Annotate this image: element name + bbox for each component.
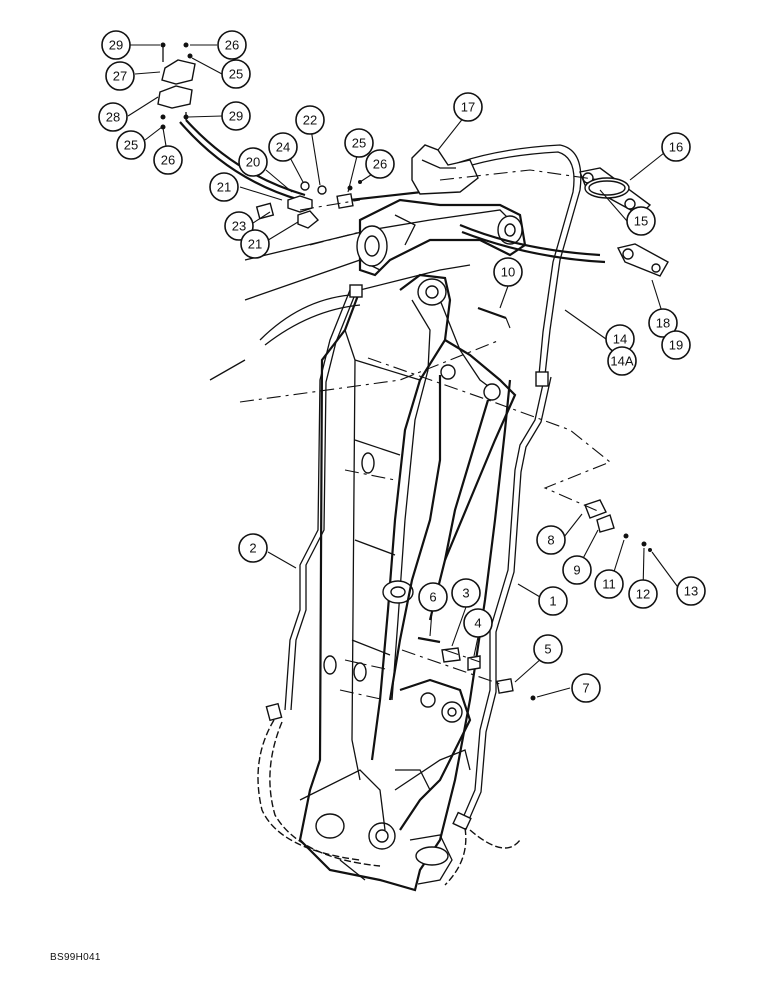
svg-text:21: 21 [248,237,262,252]
svg-text:14A: 14A [610,354,633,369]
callout-24: 24 [268,132,298,162]
svg-text:19: 19 [669,338,683,353]
svg-text:18: 18 [656,316,670,331]
svg-text:15: 15 [634,214,648,229]
callout-25-right: 25 [344,128,374,158]
svg-text:29: 29 [109,38,123,53]
callout-7: 7 [571,673,601,703]
svg-text:27: 27 [113,69,127,84]
callout-14: 14 [605,324,635,354]
svg-text:5: 5 [544,642,551,657]
callout-1: 1 [538,586,568,616]
assembly-centerlines [239,169,612,685]
callout-12: 12 [628,579,658,609]
svg-text:23: 23 [232,219,246,234]
svg-text:26: 26 [225,38,239,53]
svg-text:16: 16 [669,140,683,155]
callout-21-upper: 21 [209,172,239,202]
callout-16: 16 [661,132,691,162]
svg-text:25: 25 [124,138,138,153]
callout-26-left: 26 [153,145,183,175]
small-parts [157,42,669,701]
callout-5: 5 [533,634,563,664]
svg-text:1: 1 [549,594,556,609]
callout-13: 13 [676,576,706,606]
callout-15: 15 [626,206,656,236]
callout-9: 9 [562,555,592,585]
callout-4: 4 [463,608,493,638]
callout-22: 22 [295,105,325,135]
callout-2: 2 [238,533,268,563]
callout-17: 17 [453,92,483,122]
callout-29-top: 29 [101,30,131,60]
svg-text:14: 14 [613,332,627,347]
svg-text:12: 12 [636,587,650,602]
callout-26-top: 26 [217,30,247,60]
svg-text:2: 2 [249,541,256,556]
callout-20: 20 [238,147,268,177]
svg-text:9: 9 [573,563,580,578]
svg-text:7: 7 [582,681,589,696]
callout-25-left: 25 [116,130,146,160]
svg-text:17: 17 [461,100,475,115]
svg-text:10: 10 [501,265,515,280]
callout-14a: 14A [607,346,637,376]
svg-text:21: 21 [217,180,231,195]
callout-26-right: 26 [365,149,395,179]
figure-code: BS99H041 [50,952,101,963]
callout-27: 27 [105,61,135,91]
svg-text:25: 25 [229,67,243,82]
boom-arm-body [298,264,517,892]
callout-10: 10 [493,257,523,287]
upper-boom [209,198,527,381]
svg-text:3: 3 [462,586,469,601]
callout-29-bottom: 29 [221,101,251,131]
svg-text:20: 20 [246,155,260,170]
hydraulic-tubes [179,119,606,886]
svg-text:11: 11 [602,577,616,592]
svg-text:24: 24 [276,140,290,155]
callout-18: 18 [648,308,678,338]
svg-text:8: 8 [547,533,554,548]
callout-25-top: 25 [221,59,251,89]
svg-text:6: 6 [429,590,436,605]
callout-11: 11 [594,569,624,599]
svg-text:4: 4 [474,616,481,631]
svg-text:26: 26 [161,153,175,168]
callout-3: 3 [451,578,481,608]
callout-8: 8 [536,525,566,555]
callout-28: 28 [98,102,128,132]
svg-text:25: 25 [352,136,366,151]
svg-text:22: 22 [303,113,317,128]
svg-text:13: 13 [684,584,698,599]
svg-text:26: 26 [373,157,387,172]
svg-text:29: 29 [229,109,243,124]
svg-text:28: 28 [106,110,120,125]
callout-21-lower: 21 [240,229,270,259]
callout-6: 6 [418,582,448,612]
callout-19: 19 [661,330,691,360]
